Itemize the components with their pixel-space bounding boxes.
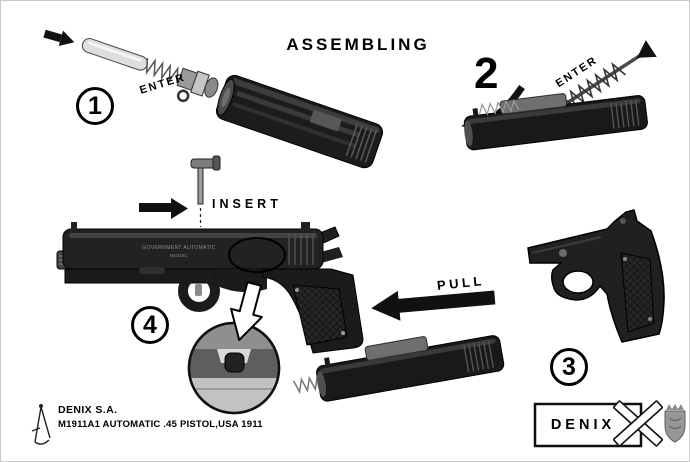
step-3-badge: 3 bbox=[550, 348, 588, 386]
brand-name: DENIX bbox=[550, 417, 616, 433]
step2-slide bbox=[463, 93, 648, 151]
footer-company: DENIX S.A. bbox=[58, 404, 118, 416]
magnifier-pointer-arrow-icon bbox=[230, 281, 263, 341]
step-1-badge: 1 bbox=[76, 87, 114, 125]
step2-recoil-spring-rod bbox=[553, 40, 657, 116]
step4-pistol: GOVERNMENT AUTOMATIC MODEL bbox=[56, 222, 364, 354]
caliper-icon bbox=[31, 404, 51, 445]
step1-entry-arrow-icon bbox=[43, 29, 75, 47]
slide-engraving-line1: GOVERNMENT AUTOMATIC bbox=[142, 245, 216, 251]
brand-emblem-icon bbox=[664, 404, 686, 443]
step-3-number: 3 bbox=[562, 352, 576, 381]
brand-x-ribbons-icon bbox=[613, 400, 663, 447]
slide-engraving-line2: MODEL bbox=[170, 253, 188, 258]
step1-slide-cutaway bbox=[215, 74, 384, 169]
slide-stop-pin bbox=[190, 155, 221, 227]
page-title: ASSEMBLING bbox=[286, 35, 430, 54]
step-1-number: 1 bbox=[88, 91, 102, 120]
step-4-badge: 4 bbox=[131, 306, 169, 344]
magnifier-detail bbox=[187, 321, 281, 415]
step-2-number: 2 bbox=[474, 49, 499, 98]
step3-pull-arrow-icon bbox=[371, 290, 496, 321]
footer-model-line: M1911A1 AUTOMATIC .45 PISTOL,USA 1911 bbox=[58, 419, 263, 430]
highlight-ellipse bbox=[228, 237, 286, 273]
step1-barrel-spring-assembly bbox=[81, 38, 219, 103]
step-4-number: 4 bbox=[143, 310, 157, 339]
step3-frame bbox=[527, 209, 665, 343]
step4-insert-arrow-icon bbox=[139, 198, 188, 219]
step3-slide bbox=[292, 335, 505, 402]
step-4-action-label: INSERT bbox=[212, 197, 282, 211]
